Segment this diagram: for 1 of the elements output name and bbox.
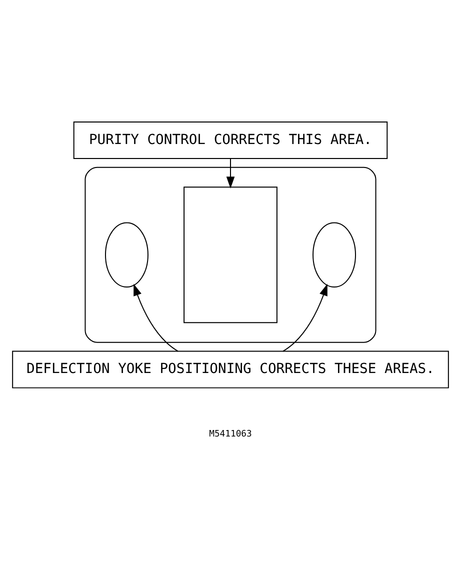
label: M5411063 [209, 429, 252, 440]
